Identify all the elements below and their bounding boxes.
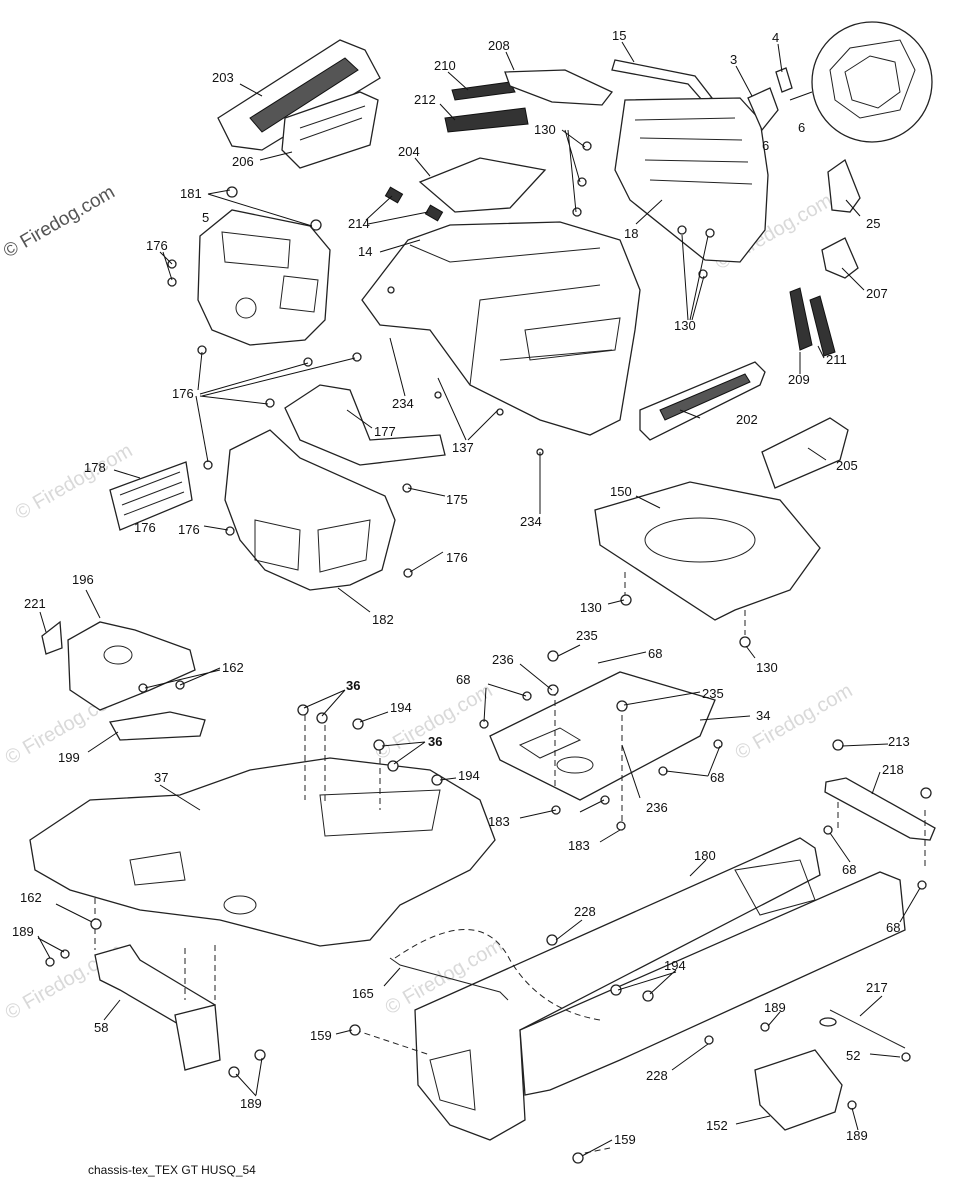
callout-label: 6 [762,138,769,153]
callout-label: 180 [694,848,716,863]
callout-label: 4 [772,30,779,45]
callout-label: 34 [756,708,770,723]
callout-label: 15 [612,28,626,43]
callout-label: 189 [240,1096,262,1111]
callout-label: 235 [576,628,598,643]
callout-label: 194 [664,958,686,973]
callout-label: 189 [12,924,34,939]
callout-label: 206 [232,154,254,169]
callout-label: 196 [72,572,94,587]
callout-label: 130 [534,122,556,137]
callout-label: 228 [646,1068,668,1083]
callout-label: 236 [646,800,668,815]
callout-label: 58 [94,1020,108,1035]
diagram-caption: chassis-tex_TEX GT HUSQ_54 [88,1163,256,1177]
callout-label: 207 [866,286,888,301]
fasteners [45,141,932,1164]
callout-label: 137 [452,440,474,455]
callout-label: 176 [172,386,194,401]
callout-label: 212 [414,92,436,107]
callout-label: 236 [492,652,514,667]
callout-label: 159 [310,1028,332,1043]
callout-label: 194 [390,700,412,715]
callout-label: 199 [58,750,80,765]
callout-label: 14 [358,244,372,259]
callout-label: 234 [392,396,414,411]
callout-label: 25 [866,216,880,231]
callout-label: 159 [614,1132,636,1147]
callout-label: 68 [886,920,900,935]
callout-label: 205 [836,458,858,473]
callout-label: 130 [756,660,778,675]
callout-label: 37 [154,770,168,785]
callout-label: 221 [24,596,46,611]
callout-label: 6 [798,120,805,135]
callout-label: 130 [580,600,602,615]
callout-label: 189 [846,1128,868,1143]
leader-lines [37,41,921,1157]
watermark: © Firedog.com [372,680,497,765]
callout-label: 177 [374,424,396,439]
callout-label: 210 [434,58,456,73]
callout-label: 182 [372,612,394,627]
callout-label: 130 [674,318,696,333]
callout-label: 211 [826,352,847,367]
callout-label: 5 [202,210,209,225]
callout-label: 214 [348,216,370,231]
callout-label: 218 [882,762,904,777]
callout-label: 36 [428,734,442,749]
callout-label: 18 [624,226,638,241]
callout-label: 228 [574,904,596,919]
callout-label: 176 [446,550,468,565]
callout-label: 52 [846,1048,860,1063]
callout-label: 165 [352,986,374,1001]
callout-label: 178 [84,460,106,475]
part-shapes [29,21,936,1156]
callout-label: 217 [866,980,888,995]
callout-label: 68 [842,862,856,877]
callout-label: 234 [520,514,542,529]
callout-label: 68 [648,646,662,661]
watermark: © Firedog.com [732,680,857,765]
callout-label: 152 [706,1118,728,1133]
callout-label: 176 [178,522,200,537]
callout-label: 68 [456,672,470,687]
callout-label: 150 [610,484,632,499]
callout-label: 183 [488,814,510,829]
callout-label: 176 [134,520,156,535]
callout-label: 213 [888,734,910,749]
callout-label: 208 [488,38,510,53]
callout-label: 162 [20,890,42,905]
callout-label: 194 [458,768,480,783]
callout-label: 36 [346,678,360,693]
callout-label: 202 [736,412,758,427]
callout-label: 68 [710,770,724,785]
callout-label: 162 [222,660,244,675]
callout-label: 235 [702,686,724,701]
callout-label: 209 [788,372,810,387]
callout-label: 176 [146,238,168,253]
callout-label: 175 [446,492,468,507]
callout-label: 204 [398,144,420,159]
callout-label: 181 [180,186,202,201]
watermark-main: © Firedog.com [0,182,119,263]
callout-labels: 203 206 210 212 208 15 4 3 6 6 130 204 2… [12,28,910,1147]
callout-label: 3 [730,52,737,67]
callout-label: 189 [764,1000,786,1015]
callout-label: 183 [568,838,590,853]
callout-label: 203 [212,70,234,85]
